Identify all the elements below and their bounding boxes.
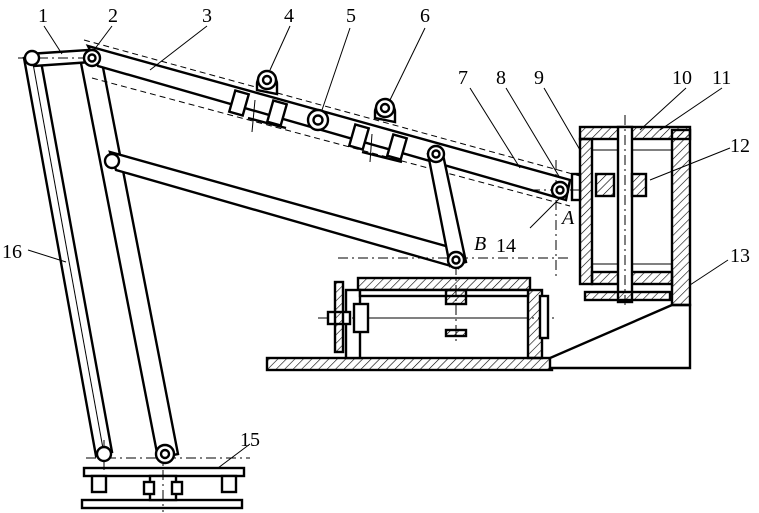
label-1: 1 <box>38 5 48 27</box>
label-3: 3 <box>202 5 212 27</box>
lower-link <box>108 150 462 270</box>
label-7: 7 <box>458 67 468 89</box>
leader-lines <box>27 25 731 469</box>
label-11: 11 <box>712 67 731 89</box>
label-14: 14 <box>496 235 516 257</box>
base-15 <box>80 440 250 512</box>
label-point-A: A <box>560 207 575 229</box>
lower-drive-box <box>318 265 558 360</box>
label-9: 9 <box>534 67 544 89</box>
label-8: 8 <box>496 67 506 89</box>
label-6: 6 <box>420 5 430 27</box>
upper-right-box <box>570 115 692 305</box>
label-15: 15 <box>240 429 260 451</box>
label-4: 4 <box>284 5 294 27</box>
label-5: 5 <box>346 5 356 27</box>
label-point-B: B <box>474 233 486 255</box>
pins <box>23 48 570 465</box>
label-2: 2 <box>108 5 118 27</box>
part-labels: 1 2 3 4 5 6 7 8 9 10 11 12 13 14 15 16 A… <box>2 5 750 451</box>
label-12: 12 <box>730 135 750 157</box>
label-10: 10 <box>672 67 692 89</box>
label-13: 13 <box>730 245 750 267</box>
label-16: 16 <box>2 241 22 263</box>
base-frame <box>265 128 692 372</box>
